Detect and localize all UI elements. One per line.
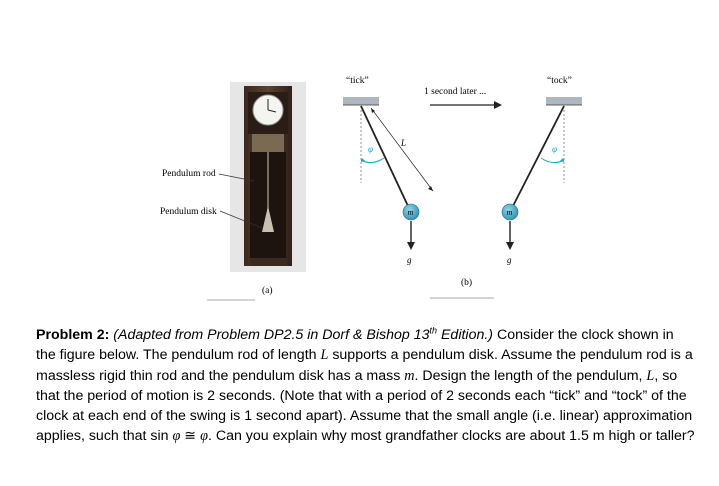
problem-text: Problem 2: (Adapted from Problem DP2.5 i… (36, 325, 696, 447)
label-L: L (400, 138, 406, 148)
tick-mass-label: m (408, 208, 414, 217)
symbol-L-2: L (646, 367, 655, 384)
tick-mass-icon (402, 203, 420, 221)
label-pendulum-rod: Pendulum rod (162, 169, 216, 179)
caption-a: (a) (262, 285, 273, 296)
symbol-phi: φ (172, 428, 181, 445)
phi-tock: φ (552, 144, 557, 154)
tock-rod (512, 105, 565, 207)
tock-g: g (507, 255, 512, 265)
symbol-phi-2: φ (200, 428, 208, 445)
tock-mass-icon (501, 203, 519, 221)
phi-tick: φ (368, 144, 373, 154)
problem-sentence-4: , so that the period of motion is 2 seco… (36, 367, 693, 445)
problem-heading: Problem 2: (36, 327, 110, 343)
problem-source: (Adapted from Problem DP2.5 in Dorf & Bi… (113, 325, 494, 343)
tock-mass-label: m (507, 208, 513, 217)
tock-ceiling (546, 97, 582, 106)
label-tick: “tick” (346, 76, 369, 86)
symbol-m: m (404, 367, 415, 384)
clock-photo (230, 82, 306, 272)
pendulum-figure: Pendulum rod Pendulum disk (a) φ L m g “… (160, 76, 582, 301)
label-later: 1 second later ... (424, 87, 486, 97)
symbol-approx: ≅ (180, 428, 201, 445)
problem-sentence-2: supports a pendulum disk. Assume the pen… (36, 347, 693, 384)
symbol-L: L (320, 347, 329, 364)
problem-sentence-1: Consider the clock shown in the figure b… (36, 327, 674, 364)
caption-b: (b) (461, 277, 472, 288)
tick-rod (360, 105, 409, 207)
problem-sentence-5: . Can you explain why most grandfather c… (207, 428, 695, 445)
tick-ceiling (343, 97, 379, 106)
problem-sentence-3: . Design the length of the pendulum, (414, 367, 647, 384)
label-pendulum-disk: Pendulum disk (160, 207, 217, 217)
label-tock: “tock” (547, 76, 572, 86)
tick-g: g (407, 255, 412, 265)
